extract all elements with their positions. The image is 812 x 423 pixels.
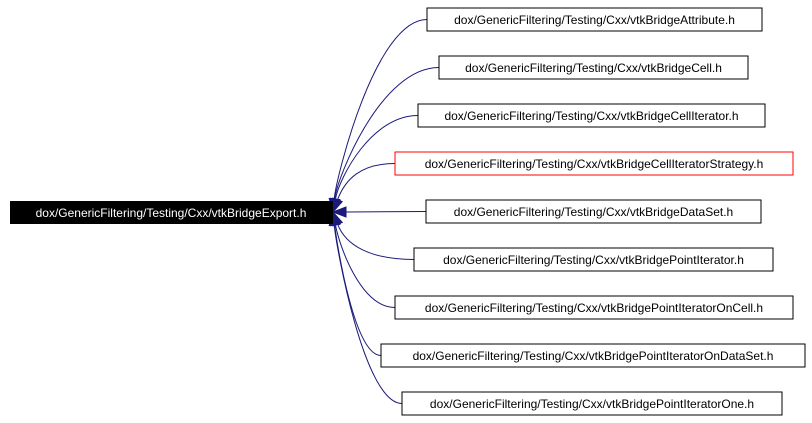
dependent-node-box [438, 55, 749, 80]
dependent-node-box [413, 247, 774, 272]
dependent-node[interactable]: dox/GenericFiltering/Testing/Cxx/vtkBrid… [401, 391, 783, 416]
dependent-node-box [417, 103, 766, 128]
dependent-node-label: dox/GenericFiltering/Testing/Cxx/vtkBrid… [454, 13, 735, 27]
dependent-node[interactable]: dox/GenericFiltering/Testing/Cxx/vtkBrid… [394, 295, 794, 320]
dependent-node[interactable]: dox/GenericFiltering/Testing/Cxx/vtkBrid… [438, 55, 749, 80]
dependency-edge [334, 67, 440, 200]
dependent-node[interactable]: dox/GenericFiltering/Testing/Cxx/vtkBrid… [417, 103, 766, 128]
root-node-label: dox/GenericFiltering/Testing/Cxx/vtkBrid… [36, 206, 307, 220]
dependent-node-box [394, 295, 794, 320]
dependent-nodes: dox/GenericFiltering/Testing/Cxx/vtkBrid… [380, 7, 806, 416]
dependent-node-box [394, 151, 794, 176]
dependent-node-label: dox/GenericFiltering/Testing/Cxx/vtkBrid… [430, 397, 754, 411]
dependent-node-label: dox/GenericFiltering/Testing/Cxx/vtkBrid… [465, 61, 722, 75]
dependent-node[interactable]: dox/GenericFiltering/Testing/Cxx/vtkBrid… [425, 199, 762, 224]
dependent-node[interactable]: dox/GenericFiltering/Testing/Cxx/vtkBrid… [380, 343, 806, 368]
dependency-edge [345, 211, 427, 213]
dependent-node-label: dox/GenericFiltering/Testing/Cxx/vtkBrid… [425, 157, 764, 171]
dependent-node-label: dox/GenericFiltering/Testing/Cxx/vtkBrid… [425, 301, 763, 315]
dependency-edge [333, 19, 428, 200]
dependent-node-label: dox/GenericFiltering/Testing/Cxx/vtkBrid… [413, 349, 774, 363]
dependency-edge [333, 224, 403, 404]
dependent-node[interactable]: dox/GenericFiltering/Testing/Cxx/vtkBrid… [394, 151, 794, 176]
dependency-edge [337, 223, 415, 260]
dependent-node-label: dox/GenericFiltering/Testing/Cxx/vtkBrid… [444, 109, 738, 123]
dependency-edge [337, 163, 396, 200]
root-node-box [10, 201, 333, 224]
dependency-edge [334, 115, 419, 200]
dependency-edge [334, 224, 396, 308]
dependent-node-box [425, 199, 762, 224]
dependent-node-box [426, 7, 763, 32]
edge-arrowhead [331, 206, 347, 218]
dependent-node-box [380, 343, 806, 368]
dependency-edge [334, 224, 382, 356]
dependent-node[interactable]: dox/GenericFiltering/Testing/Cxx/vtkBrid… [426, 7, 763, 32]
dependent-node-label: dox/GenericFiltering/Testing/Cxx/vtkBrid… [454, 205, 733, 219]
dependent-node[interactable]: dox/GenericFiltering/Testing/Cxx/vtkBrid… [413, 247, 774, 272]
dependent-node-label: dox/GenericFiltering/Testing/Cxx/vtkBrid… [443, 253, 744, 267]
dependent-node-box [401, 391, 783, 416]
root-node[interactable]: dox/GenericFiltering/Testing/Cxx/vtkBrid… [10, 201, 333, 224]
